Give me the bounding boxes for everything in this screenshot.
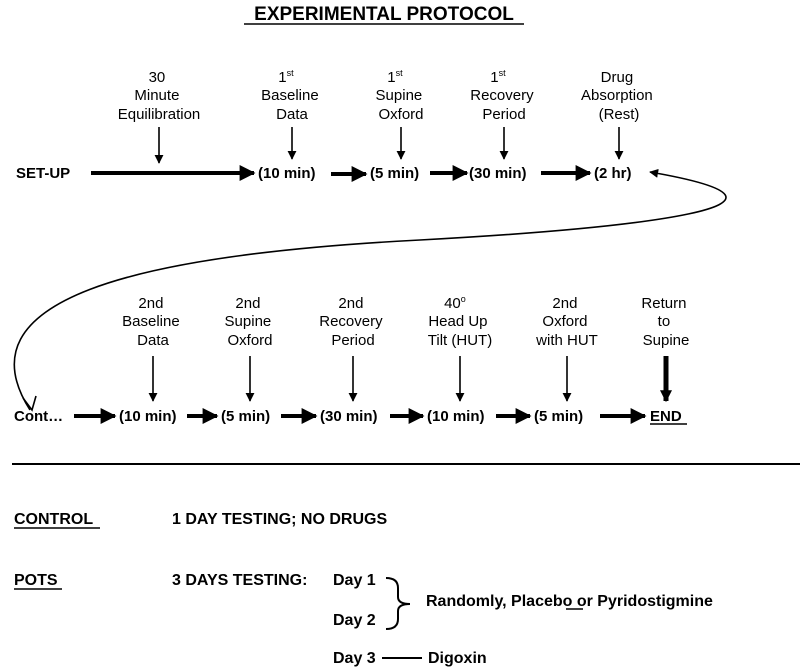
pots-day1: Day 1 — [333, 572, 376, 589]
connector-curve-start-arrow — [22, 395, 37, 412]
stage-supine-oxford-1: (5 min) — [370, 165, 419, 182]
stage-baseline-1: (10 min) — [258, 165, 316, 182]
page-title: EXPERIMENTAL PROTOCOL — [254, 4, 514, 25]
stage-oxford-hut: (5 min) — [534, 408, 583, 425]
step-recovery-2-label: 2nd Recovery Period — [319, 295, 387, 349]
step-return-supine-label: Return to Supine — [641, 295, 690, 349]
pots-bracket — [385, 577, 411, 630]
step-baseline-1-label: 1st Baseline Data — [261, 63, 323, 123]
pots-label: POTS — [14, 572, 58, 589]
pots-randomization: Randomly, Placebo or Pyridostigmine — [426, 593, 713, 610]
step-drug-absorption-label: Drug Absorption (Rest) — [581, 69, 657, 123]
stage-recovery-1: (30 min) — [469, 165, 527, 182]
stage-baseline-2: (10 min) — [119, 408, 177, 425]
step-oxford-hut-label: 2nd Oxford with HUT — [535, 295, 598, 349]
stage-recovery-2: (30 min) — [320, 408, 378, 425]
pots-day3: Day 3 — [333, 650, 376, 667]
stage-head-up-tilt: (10 min) — [427, 408, 485, 425]
connector-curve — [13, 168, 727, 411]
step-equilibration-label: 30 Minute Equilibration — [118, 69, 201, 123]
step-recovery-1-label: 1st Recovery Period — [470, 63, 538, 123]
step-baseline-2-label: 2nd Baseline Data — [122, 295, 184, 349]
step-head-up-tilt-label: 40o Head Up Tilt (HUT) — [428, 289, 492, 349]
row2-start-label: Cont… — [14, 408, 63, 425]
row-setup: 30 Minute Equilibration 1st Baseline Dat… — [16, 63, 657, 182]
pots-day2: Day 2 — [333, 612, 376, 629]
pots-description: 3 DAYS TESTING: — [172, 572, 307, 589]
pots-digoxin: Digoxin — [428, 650, 487, 667]
stage-supine-oxford-2: (5 min) — [221, 408, 270, 425]
control-description: 1 DAY TESTING; NO DRUGS — [172, 511, 387, 528]
step-supine-oxford-1-label: 1st Supine Oxford — [376, 63, 427, 123]
end-label: END — [650, 408, 682, 425]
row-continuation: 2nd Baseline Data 2nd Supine Oxford 2nd … — [14, 289, 690, 425]
row1-start-label: SET-UP — [16, 165, 70, 182]
stage-drug-absorption: (2 hr) — [594, 165, 632, 182]
step-supine-oxford-2-label: 2nd Supine Oxford — [225, 295, 276, 349]
control-label: CONTROL — [14, 511, 93, 528]
